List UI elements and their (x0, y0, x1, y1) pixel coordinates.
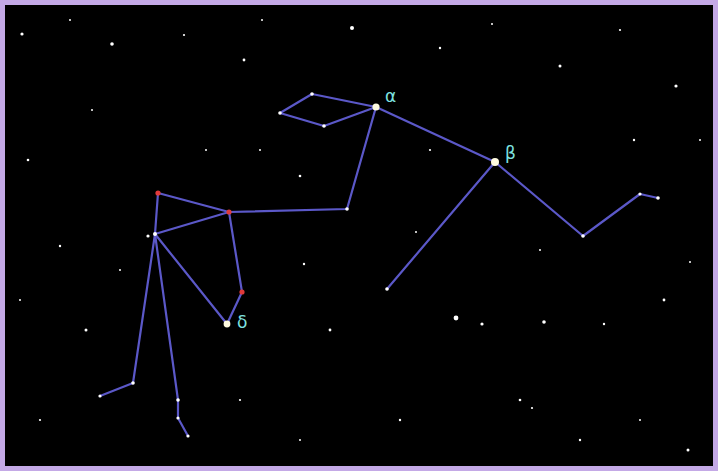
red-star (226, 209, 231, 214)
star (559, 65, 562, 68)
star (186, 434, 189, 437)
star (183, 34, 185, 36)
star (329, 329, 332, 332)
star (603, 323, 605, 325)
star (153, 232, 157, 236)
red-star (239, 289, 244, 294)
star (110, 42, 114, 46)
star-label: α (385, 88, 396, 105)
star-label: β (505, 145, 516, 162)
star-label: δ (237, 314, 247, 331)
star (299, 439, 301, 441)
star (638, 192, 641, 195)
star (699, 139, 701, 141)
star (278, 111, 282, 115)
star (579, 439, 581, 441)
star (259, 149, 261, 151)
frame-border (3, 3, 716, 469)
star (454, 316, 459, 321)
star (542, 320, 546, 324)
star (345, 207, 349, 211)
star (633, 139, 635, 141)
head-figure (280, 94, 376, 126)
star (519, 399, 522, 402)
beta-star (491, 158, 499, 166)
star (663, 299, 666, 302)
star (480, 322, 483, 325)
constellation-stars (98, 92, 659, 437)
star (687, 449, 690, 452)
star (39, 419, 41, 421)
background-stars (19, 19, 701, 452)
star (243, 59, 246, 62)
star (674, 84, 677, 87)
star (303, 263, 305, 265)
star (639, 419, 641, 421)
star (399, 419, 401, 421)
star (119, 269, 121, 271)
star (91, 109, 93, 111)
star (205, 149, 207, 151)
alpha-star (372, 103, 379, 110)
figure-line (155, 234, 188, 436)
star (85, 329, 88, 332)
star (20, 32, 23, 35)
star (261, 19, 263, 21)
star (539, 249, 541, 251)
figure-line (155, 193, 242, 324)
star (531, 407, 533, 409)
figure-line (387, 162, 495, 289)
star (299, 175, 302, 178)
constellation-lines (100, 94, 658, 436)
star (69, 19, 71, 21)
star (385, 287, 389, 291)
star (656, 196, 660, 200)
figure-line (229, 107, 376, 212)
star (131, 381, 135, 385)
star (27, 159, 30, 162)
star (429, 149, 431, 151)
figure-line (100, 234, 155, 396)
star (581, 234, 585, 238)
star (310, 92, 314, 96)
star (350, 26, 354, 30)
star (491, 23, 493, 25)
star (176, 416, 179, 419)
star (322, 124, 326, 128)
star (98, 394, 101, 397)
figure-line (376, 107, 658, 236)
star (19, 299, 21, 301)
delta-star (224, 321, 231, 328)
star (415, 231, 417, 233)
red-star (155, 190, 160, 195)
star (239, 399, 241, 401)
star (619, 29, 621, 31)
star (439, 47, 441, 49)
star (176, 398, 180, 402)
star (59, 245, 61, 247)
star (689, 261, 691, 263)
star (146, 234, 149, 237)
